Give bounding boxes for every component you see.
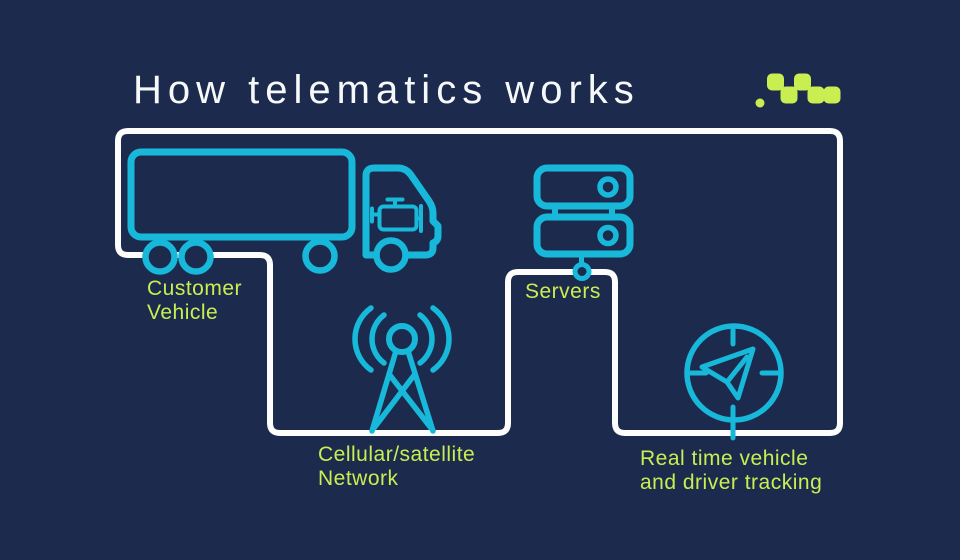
page-title: How telematics works — [133, 68, 640, 112]
truck-wheel — [373, 237, 409, 273]
label-tracking: Real time vehicle and driver tracking — [640, 447, 823, 494]
truck-wheel — [302, 238, 338, 274]
connection-node — [572, 262, 592, 281]
label-cellular-network: Cellular/satellite Network — [318, 443, 476, 490]
signal-arc — [352, 305, 374, 373]
signal-arc — [430, 305, 452, 373]
truck-cab — [362, 164, 442, 259]
server-led — [597, 176, 619, 198]
engine-icon — [370, 197, 423, 233]
label-customer-vehicle: Customer Vehicle — [147, 277, 243, 324]
truck-wheel — [178, 239, 214, 275]
server-unit — [533, 164, 634, 210]
connection-path — [115, 128, 843, 436]
server-stack-icon — [533, 164, 634, 281]
signal-arc — [369, 312, 387, 366]
tower-braces — [371, 371, 434, 431]
truck-trailer — [127, 148, 356, 241]
tower-head — [386, 323, 418, 355]
navigation-arrow-fold — [724, 354, 750, 385]
compass-icon — [684, 323, 784, 441]
pixel-wave-logo-icon — [755, 73, 841, 108]
server-led — [597, 224, 619, 247]
truck-icon — [127, 148, 442, 275]
tower-legs — [369, 348, 436, 434]
signal-arc — [417, 312, 435, 366]
label-servers: Servers — [525, 280, 601, 303]
truck-wheel — [142, 239, 178, 275]
radio-tower-icon — [352, 305, 452, 434]
